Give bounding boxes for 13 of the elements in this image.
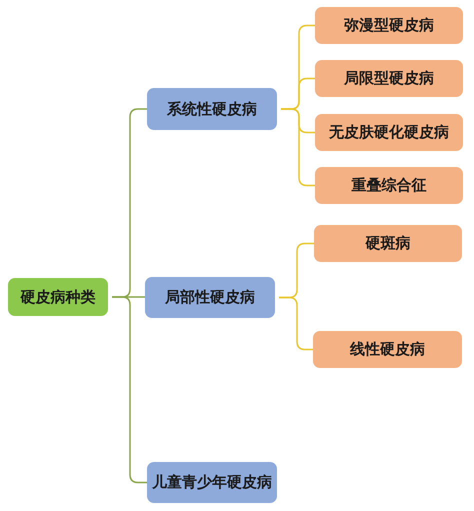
leaf-box: 局限型硬皮病 [315,60,463,97]
leaf-box: 硬斑病 [314,225,462,262]
category-box: 硬皮病种类 [8,278,108,316]
leaf-box: 无皮肤硬化硬皮病 [315,114,463,151]
branch-box: 儿童青少年硬皮病 [147,462,277,503]
connector-line [112,296,147,484]
leaf-box: 重叠综合征 [315,167,463,204]
branch-box: 系统性硬皮病 [147,88,277,130]
connector-line [281,108,315,186]
branch-box: 局部性硬皮病 [145,277,275,318]
leaf-box: 线性硬皮病 [313,331,462,368]
leaf-box: 弥漫型硬皮病 [315,7,463,44]
connector-line [279,296,313,350]
